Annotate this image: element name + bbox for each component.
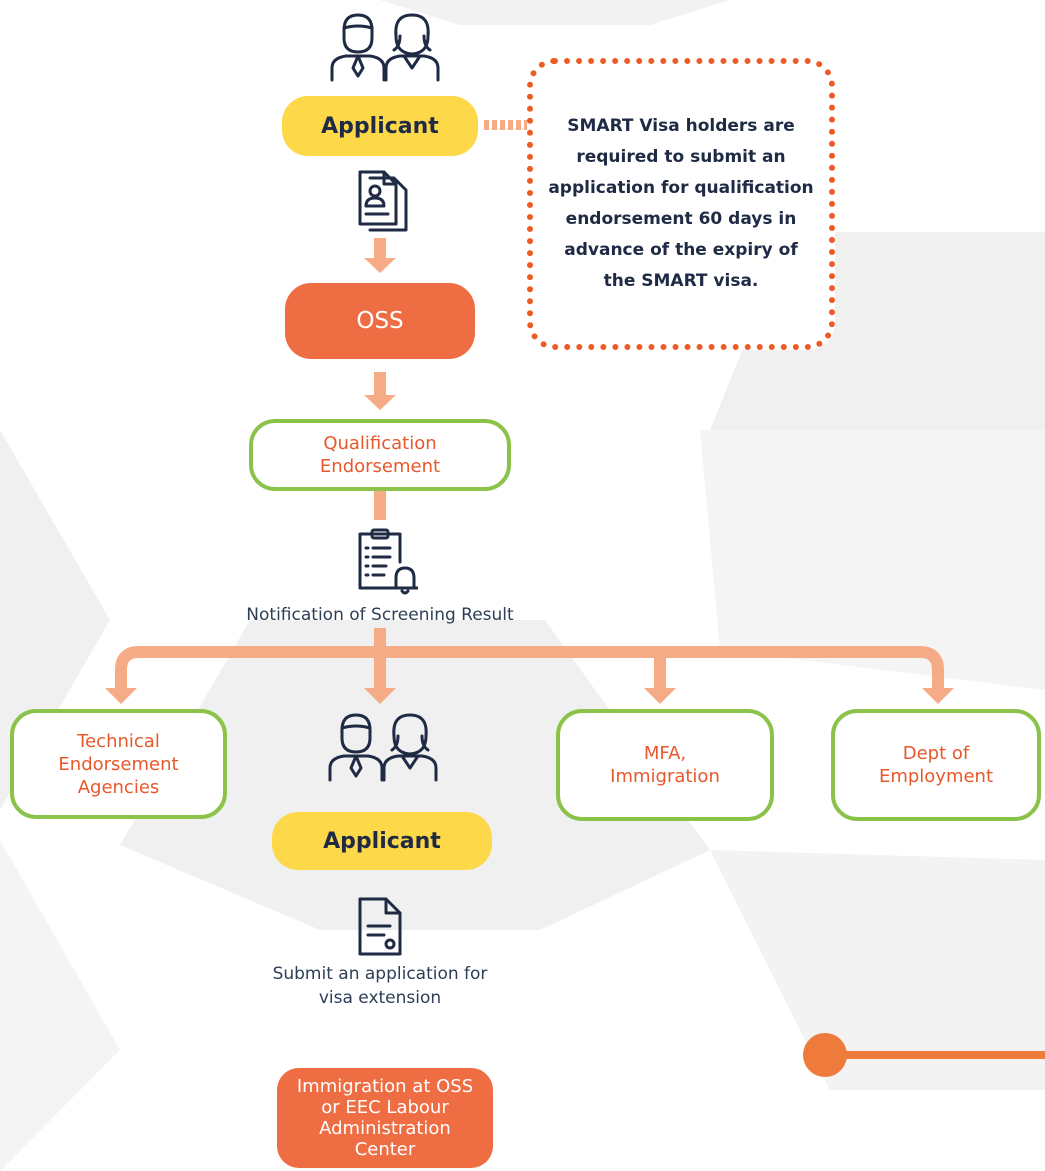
submit-application-label: Submit an application for visa extension [272,964,488,1008]
connector-qualification-clipboard [374,490,386,520]
dept-employment-label: Dept of Employment [878,743,994,787]
applicant-bottom-label: Applicant [323,828,441,854]
applicant-node-top: Applicant [282,96,478,156]
timeline-handle [803,1033,1045,1077]
qualification-label: Qualification Endorsement [319,433,441,477]
applicant-people-icon [330,13,440,82]
technical-endorsement-label: Technical Endorsement Agencies [58,730,179,798]
dept-employment-node: Dept of Employment [831,709,1041,821]
clipboard-bell-icon [358,528,418,595]
documents-icon [358,170,408,232]
applicant-people-icon [328,713,438,782]
arrow-to-qualification [364,372,396,410]
applicant-node-bottom: Applicant [272,812,492,870]
oss-node: OSS [285,283,475,359]
qualification-endorsement-node: Qualification Endorsement [249,419,511,491]
oss-label: OSS [356,308,404,334]
file-icon [358,897,402,956]
immigration-center-label: Immigration at OSS or EEC Labour Adminis… [296,1076,474,1160]
mfa-immigration-node: MFA, Immigration [556,709,774,821]
info-note-text: SMART Visa holders are required to submi… [548,116,814,291]
mfa-immigration-label: MFA, Immigration [610,743,720,787]
immigration-center-node: Immigration at OSS or EEC Labour Adminis… [277,1068,493,1168]
notification-label: Notification of Screening Result [246,605,514,625]
applicant-top-label: Applicant [321,113,439,139]
branch-connector [105,628,954,704]
technical-endorsement-node: Technical Endorsement Agencies [10,709,227,819]
arrow-to-oss [364,238,396,273]
info-note: SMART Visa holders are required to submi… [527,58,835,350]
